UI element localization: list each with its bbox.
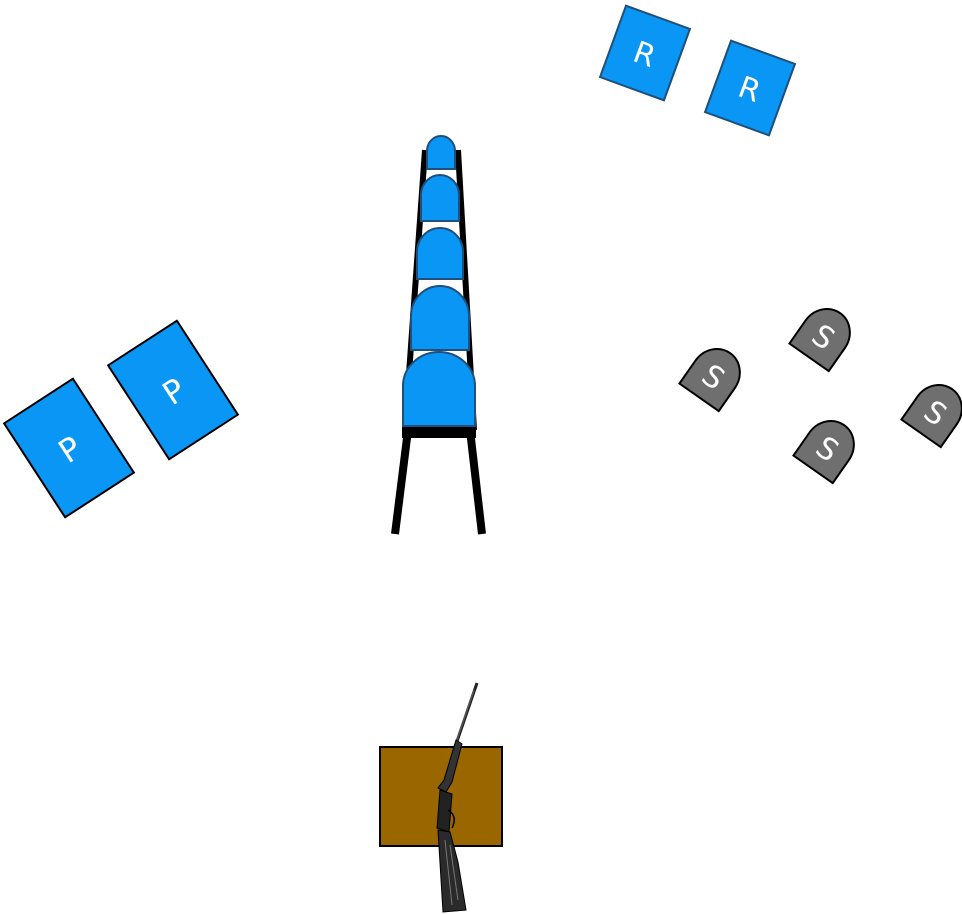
plate-1	[427, 136, 455, 169]
r-target-2: R	[705, 41, 795, 136]
s-target-4: S	[901, 375, 962, 447]
p-target-2: P	[108, 321, 238, 460]
plate-4	[411, 286, 469, 350]
s-target-2: S	[789, 299, 859, 371]
plate-rack	[395, 136, 482, 534]
plate-3	[417, 228, 463, 279]
plate-2	[421, 175, 459, 221]
s-target-3: S	[793, 411, 863, 483]
r-target-1: R	[600, 6, 690, 101]
plate-5	[403, 352, 475, 426]
p-target-1: P	[4, 379, 134, 518]
s-target-1: S	[679, 339, 749, 411]
